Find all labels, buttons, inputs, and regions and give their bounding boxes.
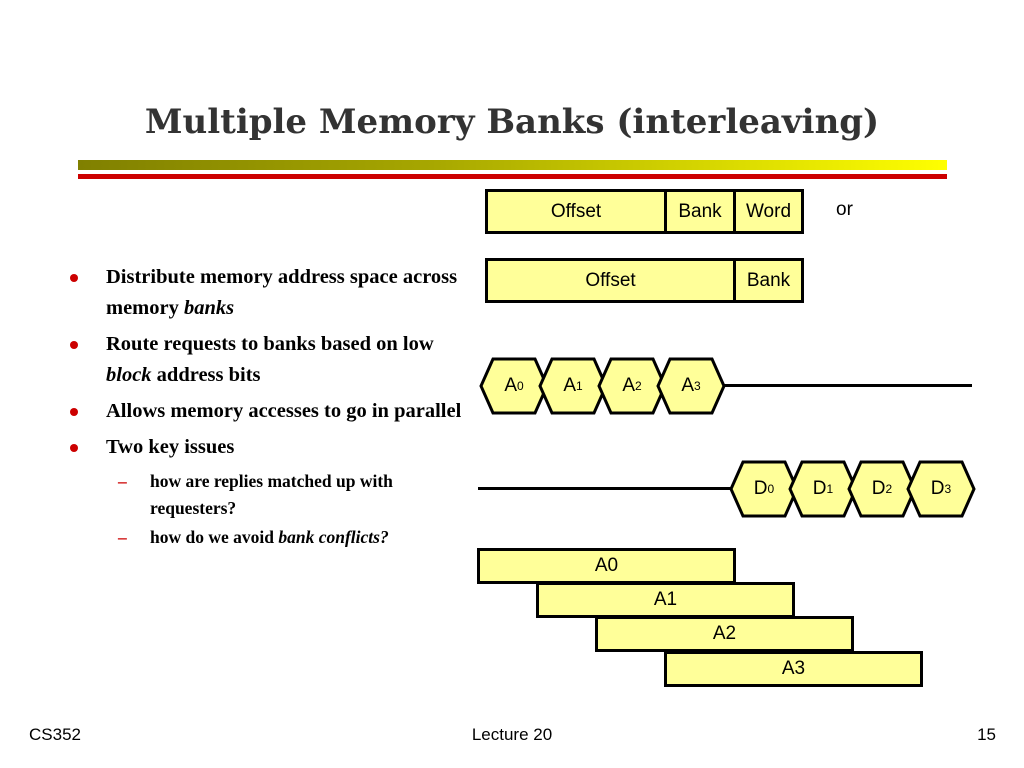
hexagon-shape [729,460,799,518]
slide-title: Multiple Memory Banks (interleaving) [144,102,880,142]
footer-lecture: Lecture 20 [471,725,553,744]
olive-rule [78,160,947,170]
hexagon-shape [597,357,667,415]
bullet-item: Two key issues [70,432,480,463]
bullet-item: Distribute memory address space across m… [70,262,480,324]
bullet-item: Allows memory accesses to go in parallel [70,396,480,427]
bank-bar-a1: A1 [536,582,795,618]
subbullet-item: – how are replies matched up with reques… [70,468,480,522]
bank-field: Bank [664,189,736,234]
dash-icon: – [118,471,127,491]
subbullet-emphasis: bank conflicts? [278,527,389,547]
subbullet-text: how do we avoid [150,527,279,547]
dash-icon: – [118,527,127,547]
subbullet-text: how are replies matched up with requeste… [150,471,393,518]
hexagon-shape [479,357,549,415]
data-timeline [478,487,750,490]
offset-field: Offset [485,189,667,234]
red-rule [78,174,947,179]
address-timeline [700,384,972,387]
bullet-emphasis: block [106,364,152,386]
bullet-text: Distribute memory address space across m… [106,266,458,319]
offset-field: Offset [485,258,736,303]
subbullet-item: – how do we avoid bank conflicts? [70,524,480,551]
bullet-dot-icon [70,274,78,282]
or-label: or [836,199,853,220]
footer-course: CS352 [29,725,81,744]
bank-field: Bank [733,258,804,303]
bullet-text: Allows memory accesses to go in parallel [106,400,462,422]
hexagon-shape [656,357,726,415]
bullet-tail: address bits [151,364,261,386]
word-field: Word [733,189,804,234]
bullet-text: Two key issues [106,436,235,458]
bullet-dot-icon [70,444,78,452]
bullet-item: Route requests to banks based on low blo… [70,329,480,391]
hexagon-shape [538,357,608,415]
hexagon-shape [906,460,976,518]
bullet-text: Route requests to banks based on low [106,333,434,355]
bullet-list: Distribute memory address space across m… [70,262,480,553]
bullet-dot-icon [70,408,78,416]
bullet-emphasis: banks [183,297,235,319]
hexagon-shape [847,460,917,518]
footer-page-number: 15 [977,725,996,744]
hexagon-shape [788,460,858,518]
bullet-dot-icon [70,341,78,349]
bank-bar-a3: A3 [664,651,923,687]
bank-bar-a0: A0 [477,548,736,584]
bank-bar-a2: A2 [595,616,854,652]
